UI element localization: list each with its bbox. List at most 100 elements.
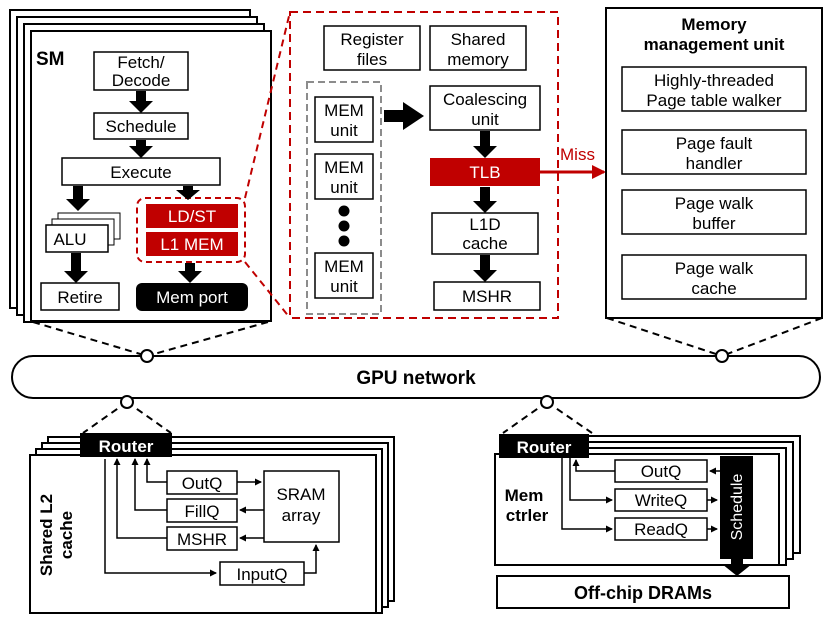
pipeline-flow-arrows bbox=[473, 131, 497, 282]
execute-label: Execute bbox=[110, 163, 171, 182]
l2-inputq: InputQ bbox=[219, 561, 305, 586]
fetch-decode-block: Fetch/ Decode bbox=[93, 51, 189, 91]
fetch-decode-line1: Fetch/ bbox=[117, 53, 165, 72]
mmu-block-page-walk-buffer: Page walk buffer bbox=[621, 189, 807, 235]
coalescing-unit-block: Coalescing unit bbox=[429, 85, 541, 131]
l2-title-line1: Shared L2 bbox=[37, 494, 56, 576]
memctrl-links bbox=[502, 401, 593, 434]
mem-unit-2-line1: MEM bbox=[324, 158, 364, 177]
alu-label: ALU bbox=[53, 230, 86, 249]
mem-unit-2-line2: unit bbox=[330, 178, 358, 197]
mem-unit-1-line2: unit bbox=[330, 121, 358, 140]
pwb-line2: buffer bbox=[692, 214, 736, 233]
schedule-label: Schedule bbox=[106, 117, 177, 136]
tlb-label: TLB bbox=[469, 163, 500, 182]
l2-links bbox=[82, 401, 172, 434]
mmu-block-page-fault-handler: Page fault handler bbox=[621, 129, 807, 175]
l2-fillq: FillQ bbox=[166, 498, 238, 523]
mmu-title-line2: management unit bbox=[644, 35, 785, 54]
l2-mshr-label: MSHR bbox=[177, 530, 227, 549]
memctrl-writeq: WriteQ bbox=[614, 488, 708, 512]
arrow-alu-to-retire bbox=[64, 253, 88, 283]
retire-block: Retire bbox=[40, 282, 120, 311]
memctrl-writeq-label: WriteQ bbox=[635, 491, 688, 510]
pwb-line1: Page walk bbox=[675, 194, 754, 213]
l1-mem-label: L1 MEM bbox=[160, 235, 223, 254]
memctrl-title-line2: ctrler bbox=[506, 506, 549, 525]
memctrl-readq-label: ReadQ bbox=[634, 520, 688, 539]
ptw-line2: Page table walker bbox=[646, 91, 781, 110]
pwc-line1: Page walk bbox=[675, 259, 754, 278]
memctrl-network-port bbox=[540, 395, 554, 409]
mshr-block: MSHR bbox=[433, 281, 541, 311]
mmu-block-page-table-walker: Highly-threaded Page table walker bbox=[621, 66, 807, 112]
l2-connectors bbox=[104, 458, 320, 577]
l1d-line2: cache bbox=[462, 234, 507, 253]
arrow-execute-to-ldst bbox=[176, 186, 200, 200]
execute-block: Execute bbox=[61, 157, 221, 186]
memctrl-connectors bbox=[561, 458, 720, 533]
ellipsis-dots bbox=[338, 205, 350, 247]
l2-sram-line1: SRAM bbox=[276, 485, 325, 504]
l2-sram-array: SRAM array bbox=[263, 470, 340, 543]
l2-network-port bbox=[120, 395, 134, 409]
l2-outq: OutQ bbox=[166, 470, 238, 495]
arrow-execute-to-alu bbox=[66, 186, 90, 211]
network-links-top bbox=[32, 317, 823, 357]
ldst-l1mem-group: LD/ST L1 MEM bbox=[136, 197, 246, 263]
l2-fillq-label: FillQ bbox=[185, 502, 220, 521]
mem-unit-1: MEM unit bbox=[314, 96, 374, 143]
l2-sram-line2: array bbox=[282, 506, 321, 525]
schedule-block: Schedule bbox=[93, 112, 189, 140]
ld-st-label: LD/ST bbox=[168, 207, 216, 226]
coalescing-line2: unit bbox=[471, 110, 499, 129]
l2-router: Router bbox=[80, 433, 172, 457]
shared-memory-line2: memory bbox=[447, 50, 509, 69]
memctrl-router: Router bbox=[499, 434, 589, 458]
register-files-block: Register files bbox=[323, 25, 421, 71]
l2-title-line2: cache bbox=[57, 511, 76, 559]
mem-unit-3: MEM unit bbox=[314, 252, 374, 299]
arrow-fetch-to-schedule bbox=[129, 91, 153, 113]
zoom-lines bbox=[244, 11, 291, 319]
mem-unit-3-line2: unit bbox=[330, 277, 358, 296]
memctrl-schedule: Schedule bbox=[720, 456, 753, 559]
mmu-block-page-walk-cache: Page walk cache bbox=[621, 254, 807, 300]
dram-label: Off-chip DRAMs bbox=[574, 583, 712, 603]
mem-port-label: Mem port bbox=[156, 288, 228, 307]
mem-port-block: Mem port bbox=[136, 283, 248, 311]
ptw-line1: Highly-threaded bbox=[654, 71, 774, 90]
arrow-mem-to-coalescing bbox=[384, 102, 424, 130]
arrow-l1mem-to-memport bbox=[178, 263, 202, 283]
mem-units-frame bbox=[306, 81, 382, 315]
l2-router-label: Router bbox=[99, 437, 154, 456]
gpu-network-bus bbox=[11, 355, 821, 399]
pfh-line1: Page fault bbox=[676, 134, 753, 153]
memctrl-router-label: Router bbox=[517, 438, 572, 457]
memctrl-title-line1: Mem bbox=[505, 486, 544, 505]
sm-title: SM bbox=[36, 49, 65, 70]
alu-stack: ALU bbox=[45, 212, 121, 253]
mshr-label: MSHR bbox=[462, 287, 512, 306]
mem-unit-1-line1: MEM bbox=[324, 101, 364, 120]
arrow-tlb-to-l1d bbox=[473, 187, 497, 213]
miss-label: Miss bbox=[560, 145, 595, 164]
arrow-schedule-to-execute bbox=[129, 140, 153, 158]
register-files-line2: files bbox=[357, 50, 387, 69]
mem-unit-2: MEM unit bbox=[314, 153, 374, 200]
gpu-network-label: GPU network bbox=[356, 368, 476, 389]
arrow-l1d-to-mshr bbox=[473, 255, 497, 282]
shared-memory-line1: Shared bbox=[451, 30, 506, 49]
arrow-coalescing-to-tlb bbox=[473, 131, 497, 158]
memctrl-schedule-label: Schedule bbox=[729, 474, 746, 541]
l1d-cache-block: L1D cache bbox=[431, 212, 539, 255]
memctrl-readq: ReadQ bbox=[614, 517, 708, 541]
memctrl-outq-label: OutQ bbox=[641, 462, 682, 481]
l2-outq-label: OutQ bbox=[182, 474, 223, 493]
sm-flow-arrows bbox=[64, 91, 202, 283]
fetch-decode-line2: Decode bbox=[112, 71, 171, 90]
memctrl-outq: OutQ bbox=[614, 459, 708, 483]
coalescing-line1: Coalescing bbox=[443, 90, 527, 109]
l2-inputq-label: InputQ bbox=[236, 565, 287, 584]
